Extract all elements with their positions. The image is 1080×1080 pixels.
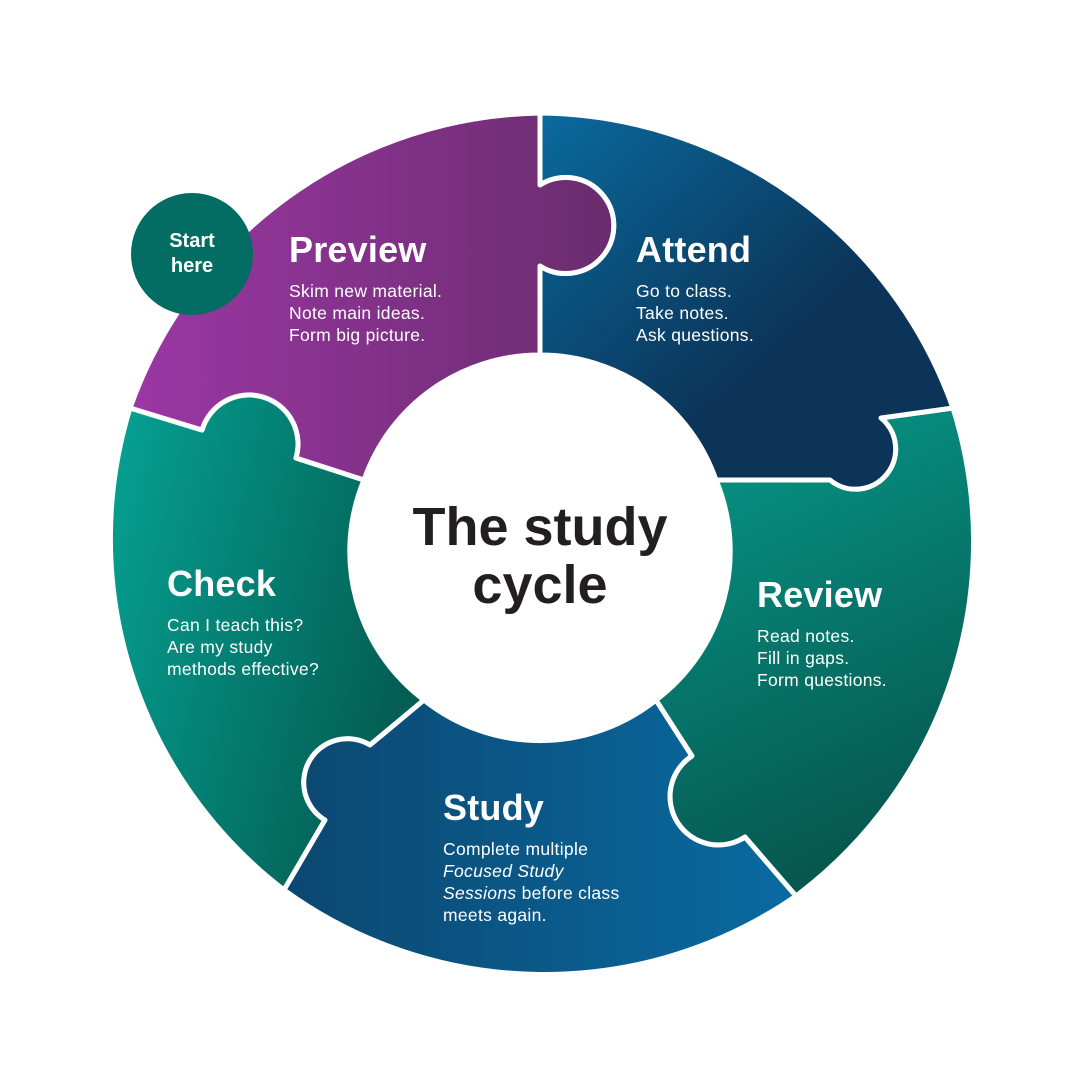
preview-line-3: Form big picture. <box>289 325 426 345</box>
title-line-2: cycle <box>472 555 608 615</box>
study-line-1: Complete multiple <box>443 839 589 859</box>
study-block: Study Complete multiple Focused Study Se… <box>443 790 620 926</box>
preview-segment <box>127 110 617 483</box>
review-line-2: Fill in gaps. <box>757 648 850 668</box>
study-line-4: meets again. <box>443 905 547 925</box>
check-block: Check Can I teach this? Are my study met… <box>167 566 319 680</box>
preview-title: Preview <box>289 229 427 270</box>
study-line-2-italic: Focused Study <box>443 861 564 881</box>
study-line-2: Focused Study <box>443 860 620 882</box>
study-line-3: Sessions before class <box>443 882 620 904</box>
check-line-1: Can I teach this? <box>167 615 304 635</box>
preview-line-2: Note main ideas. <box>289 303 426 323</box>
review-line-3: Form questions. <box>757 670 887 690</box>
preview-block: Preview Skim new material. Note main ide… <box>289 232 442 346</box>
start-here-badge: Start here <box>131 193 253 315</box>
title-line-1: The study <box>412 497 668 557</box>
check-title: Check <box>167 563 277 604</box>
attend-line-2: Take notes. <box>636 303 729 323</box>
check-line-3: methods effective? <box>167 659 319 679</box>
review-block: Review Read notes. Fill in gaps. Form qu… <box>757 577 887 691</box>
review-title: Review <box>757 574 883 615</box>
check-line-2: Are my study <box>167 637 273 657</box>
here-label: here <box>170 255 214 277</box>
review-line-1: Read notes. <box>757 626 855 646</box>
attend-line-1: Go to class. <box>636 281 732 301</box>
start-label: Start <box>169 230 215 252</box>
study-title: Study <box>443 787 545 828</box>
study-line-3-rest: before class <box>516 883 620 903</box>
diagram-title: The study cycle <box>362 498 718 614</box>
center-circle <box>354 354 726 726</box>
attend-block: Attend Go to class. Take notes. Ask ques… <box>636 232 754 346</box>
preview-line-1: Skim new material. <box>289 281 443 301</box>
attend-title: Attend <box>636 229 752 270</box>
study-line-3-italic: Sessions <box>443 883 517 903</box>
attend-line-3: Ask questions. <box>636 325 755 345</box>
